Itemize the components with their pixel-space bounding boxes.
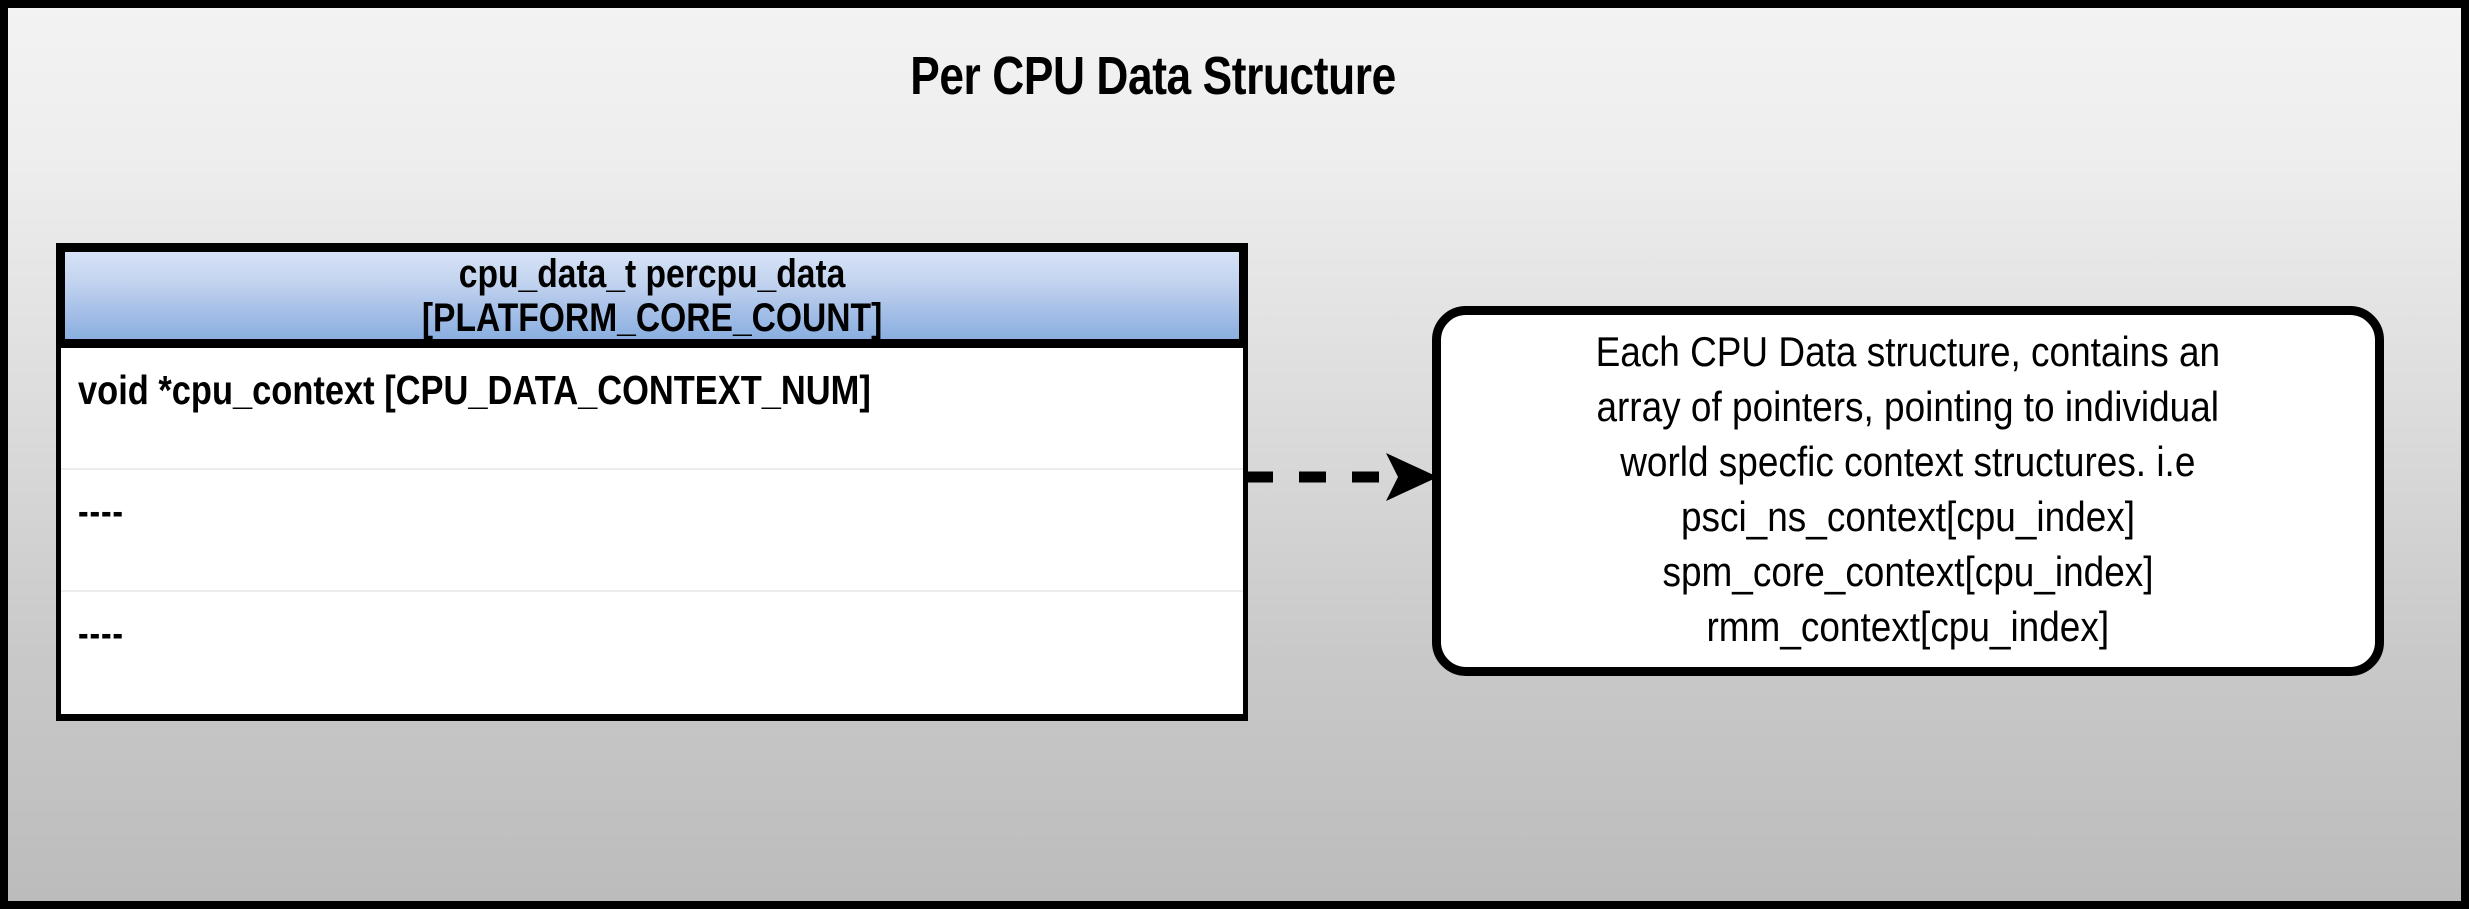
struct-table-header: cpu_data_t percpu_data [PLATFORM_CORE_CO… xyxy=(56,243,1248,348)
struct-table-body: void *cpu_context [CPU_DATA_CONTEXT_NUM]… xyxy=(56,348,1248,721)
struct-field-label: ---- xyxy=(78,491,124,533)
arrow-icon xyxy=(1246,453,1438,501)
note-callout-box: Each CPU Data structure, contains an arr… xyxy=(1432,306,2384,676)
note-line: array of pointers, pointing to individua… xyxy=(1596,383,2220,430)
table-row: void *cpu_context [CPU_DATA_CONTEXT_NUM] xyxy=(61,348,1243,470)
struct-header-line-1: cpu_data_t percpu_data xyxy=(458,251,846,296)
note-line: Each CPU Data structure, contains an xyxy=(1595,328,2221,375)
note-line: psci_ns_context[cpu_index] xyxy=(1680,493,2136,540)
table-row: ---- xyxy=(61,470,1243,592)
note-line: spm_core_context[cpu_index] xyxy=(1662,548,2154,595)
note-line: world specfic context structures. i.e xyxy=(1620,438,2196,485)
table-row: ---- xyxy=(61,592,1243,714)
page-title: Per CPU Data Structure xyxy=(910,46,1396,106)
percpu-data-struct-table: cpu_data_t percpu_data [PLATFORM_CORE_CO… xyxy=(56,243,1248,721)
note-line: rmm_context[cpu_index] xyxy=(1706,603,2110,650)
struct-field-label: ---- xyxy=(78,613,124,655)
dashed-arrow-connector xyxy=(1246,448,1442,508)
struct-field-label: void *cpu_context [CPU_DATA_CONTEXT_NUM] xyxy=(78,367,871,413)
struct-header-line-2: [PLATFORM_CORE_COUNT] xyxy=(421,295,883,340)
